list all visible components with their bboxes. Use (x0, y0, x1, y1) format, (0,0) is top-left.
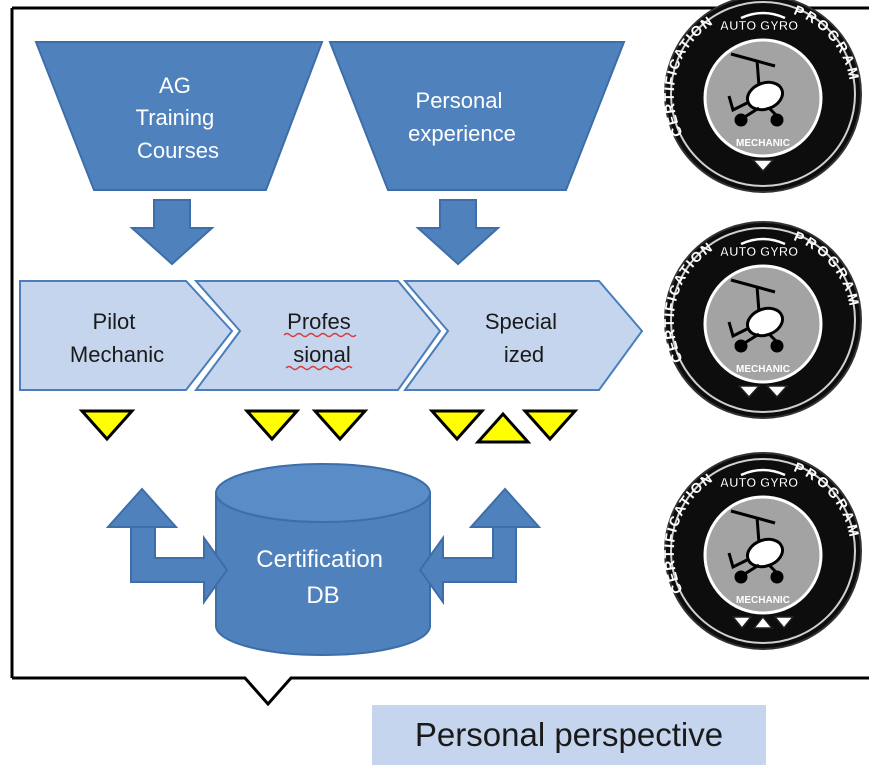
down-arrow-right (415, 199, 501, 266)
badge-logo: AUTO GYRO (720, 18, 799, 33)
db-label: Certification DB (256, 546, 389, 609)
badge-inner-line (670, 227, 856, 413)
marker-down-1 (78, 409, 136, 442)
spellcheck-underline-1 (283, 332, 357, 338)
badge-logo: AUTO GYRO (720, 475, 799, 490)
funnel-training-courses (34, 41, 324, 191)
step-professional-label: Profes sional (287, 309, 357, 367)
caption-personal-perspective: Personal perspective (414, 716, 724, 753)
gyrocopter-icon (727, 278, 784, 353)
funnel-experience-label: Personal experience (408, 88, 516, 146)
caption-background (372, 705, 766, 765)
db-label-line-1: Certification (256, 546, 383, 573)
badge-role-text: MECHANIC (736, 364, 790, 375)
funnel-training-line-2: Training (136, 105, 215, 130)
marker-down-4 (428, 409, 486, 442)
badge-logo: AUTO GYRO (720, 244, 799, 259)
badge-role-text: MECHANIC (736, 138, 790, 149)
step-professional-line-2: sional (293, 342, 350, 367)
step-pilot-line-2: Mechanic (70, 342, 164, 367)
spellcheck-underline-2 (285, 365, 353, 371)
gyrocopter-icon (727, 52, 784, 127)
funnel-training-line-1: AG (159, 73, 191, 98)
step-specialized (402, 280, 644, 391)
badge-inner-line (670, 458, 856, 644)
marker-up-5 (474, 411, 532, 444)
step-professional-line-1: Profes (287, 309, 351, 334)
level-markers (78, 409, 579, 444)
badge-role-text: MECHANIC (736, 595, 790, 606)
funnel-experience-line-1: Personal (416, 88, 503, 113)
funnel-personal-experience (328, 41, 626, 191)
step-professional (193, 280, 442, 391)
badge-logo-swoosh (740, 237, 786, 246)
badge-inner-line (670, 1, 856, 187)
badge-level-markers (751, 159, 775, 173)
step-specialized-line-2: ized (504, 342, 544, 367)
marker-down-2 (243, 409, 301, 442)
bent-arrow-left (105, 487, 229, 606)
certification-db (215, 463, 431, 656)
marker-down-3 (311, 409, 369, 442)
db-cylinder-body (215, 492, 431, 656)
funnel-training-line-3: Courses (137, 138, 219, 163)
marker-down-6 (521, 409, 579, 442)
step-pilot-line-1: Pilot (93, 309, 136, 334)
step-specialized-label: Special ized (485, 309, 563, 367)
bent-arrow-right (418, 487, 542, 606)
db-cylinder-top (215, 463, 431, 523)
step-specialized-line-1: Special (485, 309, 557, 334)
badge-logo-swoosh (740, 11, 786, 20)
badge-level-markers (731, 615, 795, 630)
frame-bracket (12, 676, 869, 707)
badge-level-markers (737, 385, 789, 399)
funnel-experience-line-2: experience (408, 121, 516, 146)
step-pilot-mechanic-label: Pilot Mechanic (70, 309, 164, 367)
step-pilot-mechanic (19, 280, 234, 391)
gyrocopter-icon (727, 509, 784, 584)
funnel-training-label: AG Training Courses (136, 73, 221, 163)
down-arrow-left (129, 199, 215, 266)
badge-logo-swoosh (740, 468, 786, 477)
db-label-line-2: DB (306, 582, 339, 609)
